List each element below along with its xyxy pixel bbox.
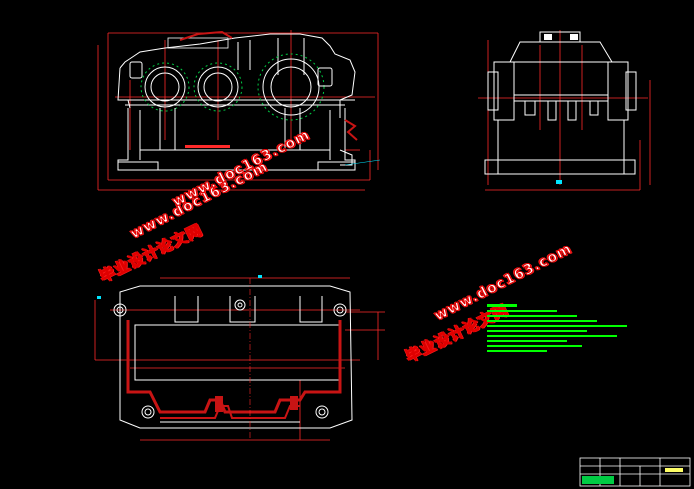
top-view-dimensions — [94, 277, 385, 441]
side-view-dimensions — [478, 30, 651, 191]
technical-requirements-notes — [487, 302, 627, 355]
side-view — [478, 30, 651, 191]
top-view — [94, 275, 385, 441]
title-block — [579, 457, 691, 487]
front-view — [97, 30, 381, 191]
front-view-dimensions — [97, 30, 379, 191]
